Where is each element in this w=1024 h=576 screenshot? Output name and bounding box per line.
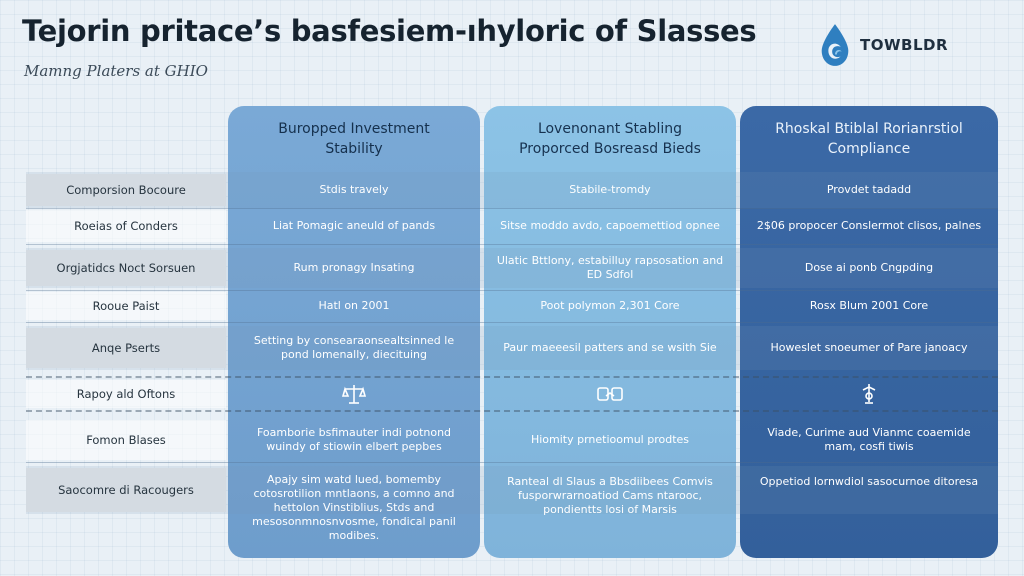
row-divider	[26, 322, 998, 323]
table-cell: Apajy sim watd lued, bomemby cotosrotili…	[252, 473, 456, 542]
table-cell: Oppetiod lornwdiol sasocurnoe ditoresa	[759, 475, 979, 488]
row-divider	[26, 244, 998, 245]
balance-icon	[862, 384, 876, 404]
column-heading: Rhoskal Btiblal Rorianrstiol Compliance	[775, 121, 963, 157]
table-cell	[228, 378, 480, 410]
column-heading: Buropped Investment Stability	[278, 121, 430, 157]
table-cell: Setting by consearaonsealtsinned le pond…	[253, 334, 455, 361]
row-divider	[26, 290, 998, 291]
table-cell: Viade, Curime aud Vianmc coaemide mam, c…	[767, 426, 971, 453]
column-proporced-bieds: Lovenonant Stabling Proporced Bosreasd B…	[484, 106, 736, 558]
table-cell: Provdet tadadd	[826, 183, 912, 196]
water-drop-swirl-icon	[821, 24, 849, 66]
table-cell: Sitse moddo avdo, capoemettiod opnee	[500, 219, 720, 232]
table-cell: Liat Pomagic aneuld of pands	[272, 219, 436, 232]
row-label: Rooue Paist	[26, 292, 226, 320]
table-cell: Howeslet snoeumer of Pare janoacy	[770, 341, 968, 354]
table-cell: Paur maeeesil patters and se wsith Sie	[503, 341, 717, 354]
page-title: Tejorin pritace’s basfesiem-ıhyloric of …	[22, 14, 757, 48]
table-cell: Foamborie bsfimauter indi potnond wuindy…	[256, 426, 452, 453]
table-cell: 2$06 propocer Conslermot clisos, palnes	[756, 219, 982, 232]
row-divider-dashed	[26, 376, 998, 378]
handshake-icon	[597, 387, 623, 401]
row-divider	[26, 208, 998, 209]
column-compliance: Rhoskal Btiblal Rorianrstiol Compliance	[740, 106, 998, 558]
row-label: Fomon Blases	[26, 420, 226, 460]
table-cell: Stabile-tromdy	[569, 183, 651, 196]
row-label: Comporsion Bocoure	[26, 174, 226, 206]
page-subtitle: Mamng Platers at GHIO	[24, 62, 208, 80]
row-divider	[26, 462, 998, 463]
row-label: Saocomre di Racougers	[26, 468, 226, 512]
table-cell: Stdis travely	[319, 183, 389, 196]
row-label: Roeias of Conders	[26, 210, 226, 242]
table-cell	[484, 378, 736, 410]
table-cell: Hiomity prnetioomul prodtes	[530, 433, 690, 446]
table-cell: Ulatic Bttlony, estabilluy rapsosation a…	[496, 254, 724, 281]
table-cell: Hatl on 2001	[318, 299, 390, 312]
table-cell: Dose ai ponb Cngpding	[804, 261, 934, 274]
brand[interactable]: TOWBLDR	[816, 22, 948, 68]
row-divider-dashed	[26, 410, 998, 412]
table-cell: Ranteal dl Slaus a Bbsdiibees Comvis fus…	[507, 475, 713, 516]
table-cell: Poot polymon 2,301 Core	[540, 299, 680, 312]
table-cell	[740, 378, 998, 410]
row-label: Anqe Pserts	[26, 328, 226, 368]
scales-icon	[341, 385, 367, 404]
table-cell: Rum pronagy Insating	[293, 261, 415, 274]
column-investment-stability: Buropped Investment Stability	[228, 106, 480, 558]
row-label: Rapoy ald Oftons	[26, 380, 226, 408]
column-heading: Lovenonant Stabling Proporced Bosreasd B…	[519, 121, 701, 157]
row-label: Orgjatidcs Noct Sorsuen	[26, 250, 226, 286]
table-cell: Rosx Blum 2001 Core	[809, 299, 929, 312]
brand-name: TOWBLDR	[860, 36, 949, 54]
